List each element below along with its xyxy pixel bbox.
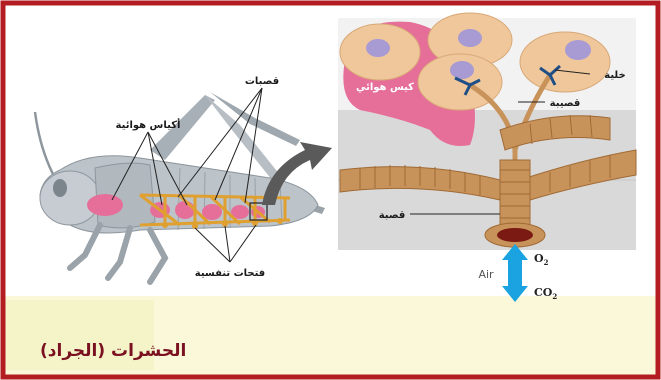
gas-exchange-arrow <box>502 244 528 302</box>
caption: الحشرات (الجراد) <box>40 341 186 361</box>
label-o2: O2 <box>534 252 549 267</box>
grasshopper-antenna <box>35 112 55 178</box>
label-co2-sub: 2 <box>552 292 557 301</box>
spiracle-hole <box>497 228 533 242</box>
label-spiracles: فتحات تنفسية <box>195 268 265 279</box>
label-trachea: قصبة <box>379 210 406 221</box>
grasshopper-front-leg <box>70 225 100 268</box>
label-air-sacs: أكياس هوائية <box>116 118 181 131</box>
grasshopper-head <box>40 171 100 225</box>
label-co2: CO2 <box>534 286 557 301</box>
air-sac <box>175 201 195 219</box>
label-o2-main: O <box>534 252 544 265</box>
label-air-sac-zoom: كيس هوائي <box>356 82 414 93</box>
grasshopper-middle-leg <box>108 228 130 278</box>
grasshopper-eye <box>53 179 67 197</box>
air-sac <box>87 194 123 216</box>
label-co2-main: CO <box>534 286 553 299</box>
grasshopper-leg <box>150 230 165 282</box>
label-tracheole: قصيبة <box>550 98 581 109</box>
label-tracheae: قصبات <box>245 76 279 87</box>
label-cell: خلية <box>604 70 625 81</box>
label-air: Air <box>478 268 494 281</box>
label-o2-sub: 2 <box>544 258 549 267</box>
